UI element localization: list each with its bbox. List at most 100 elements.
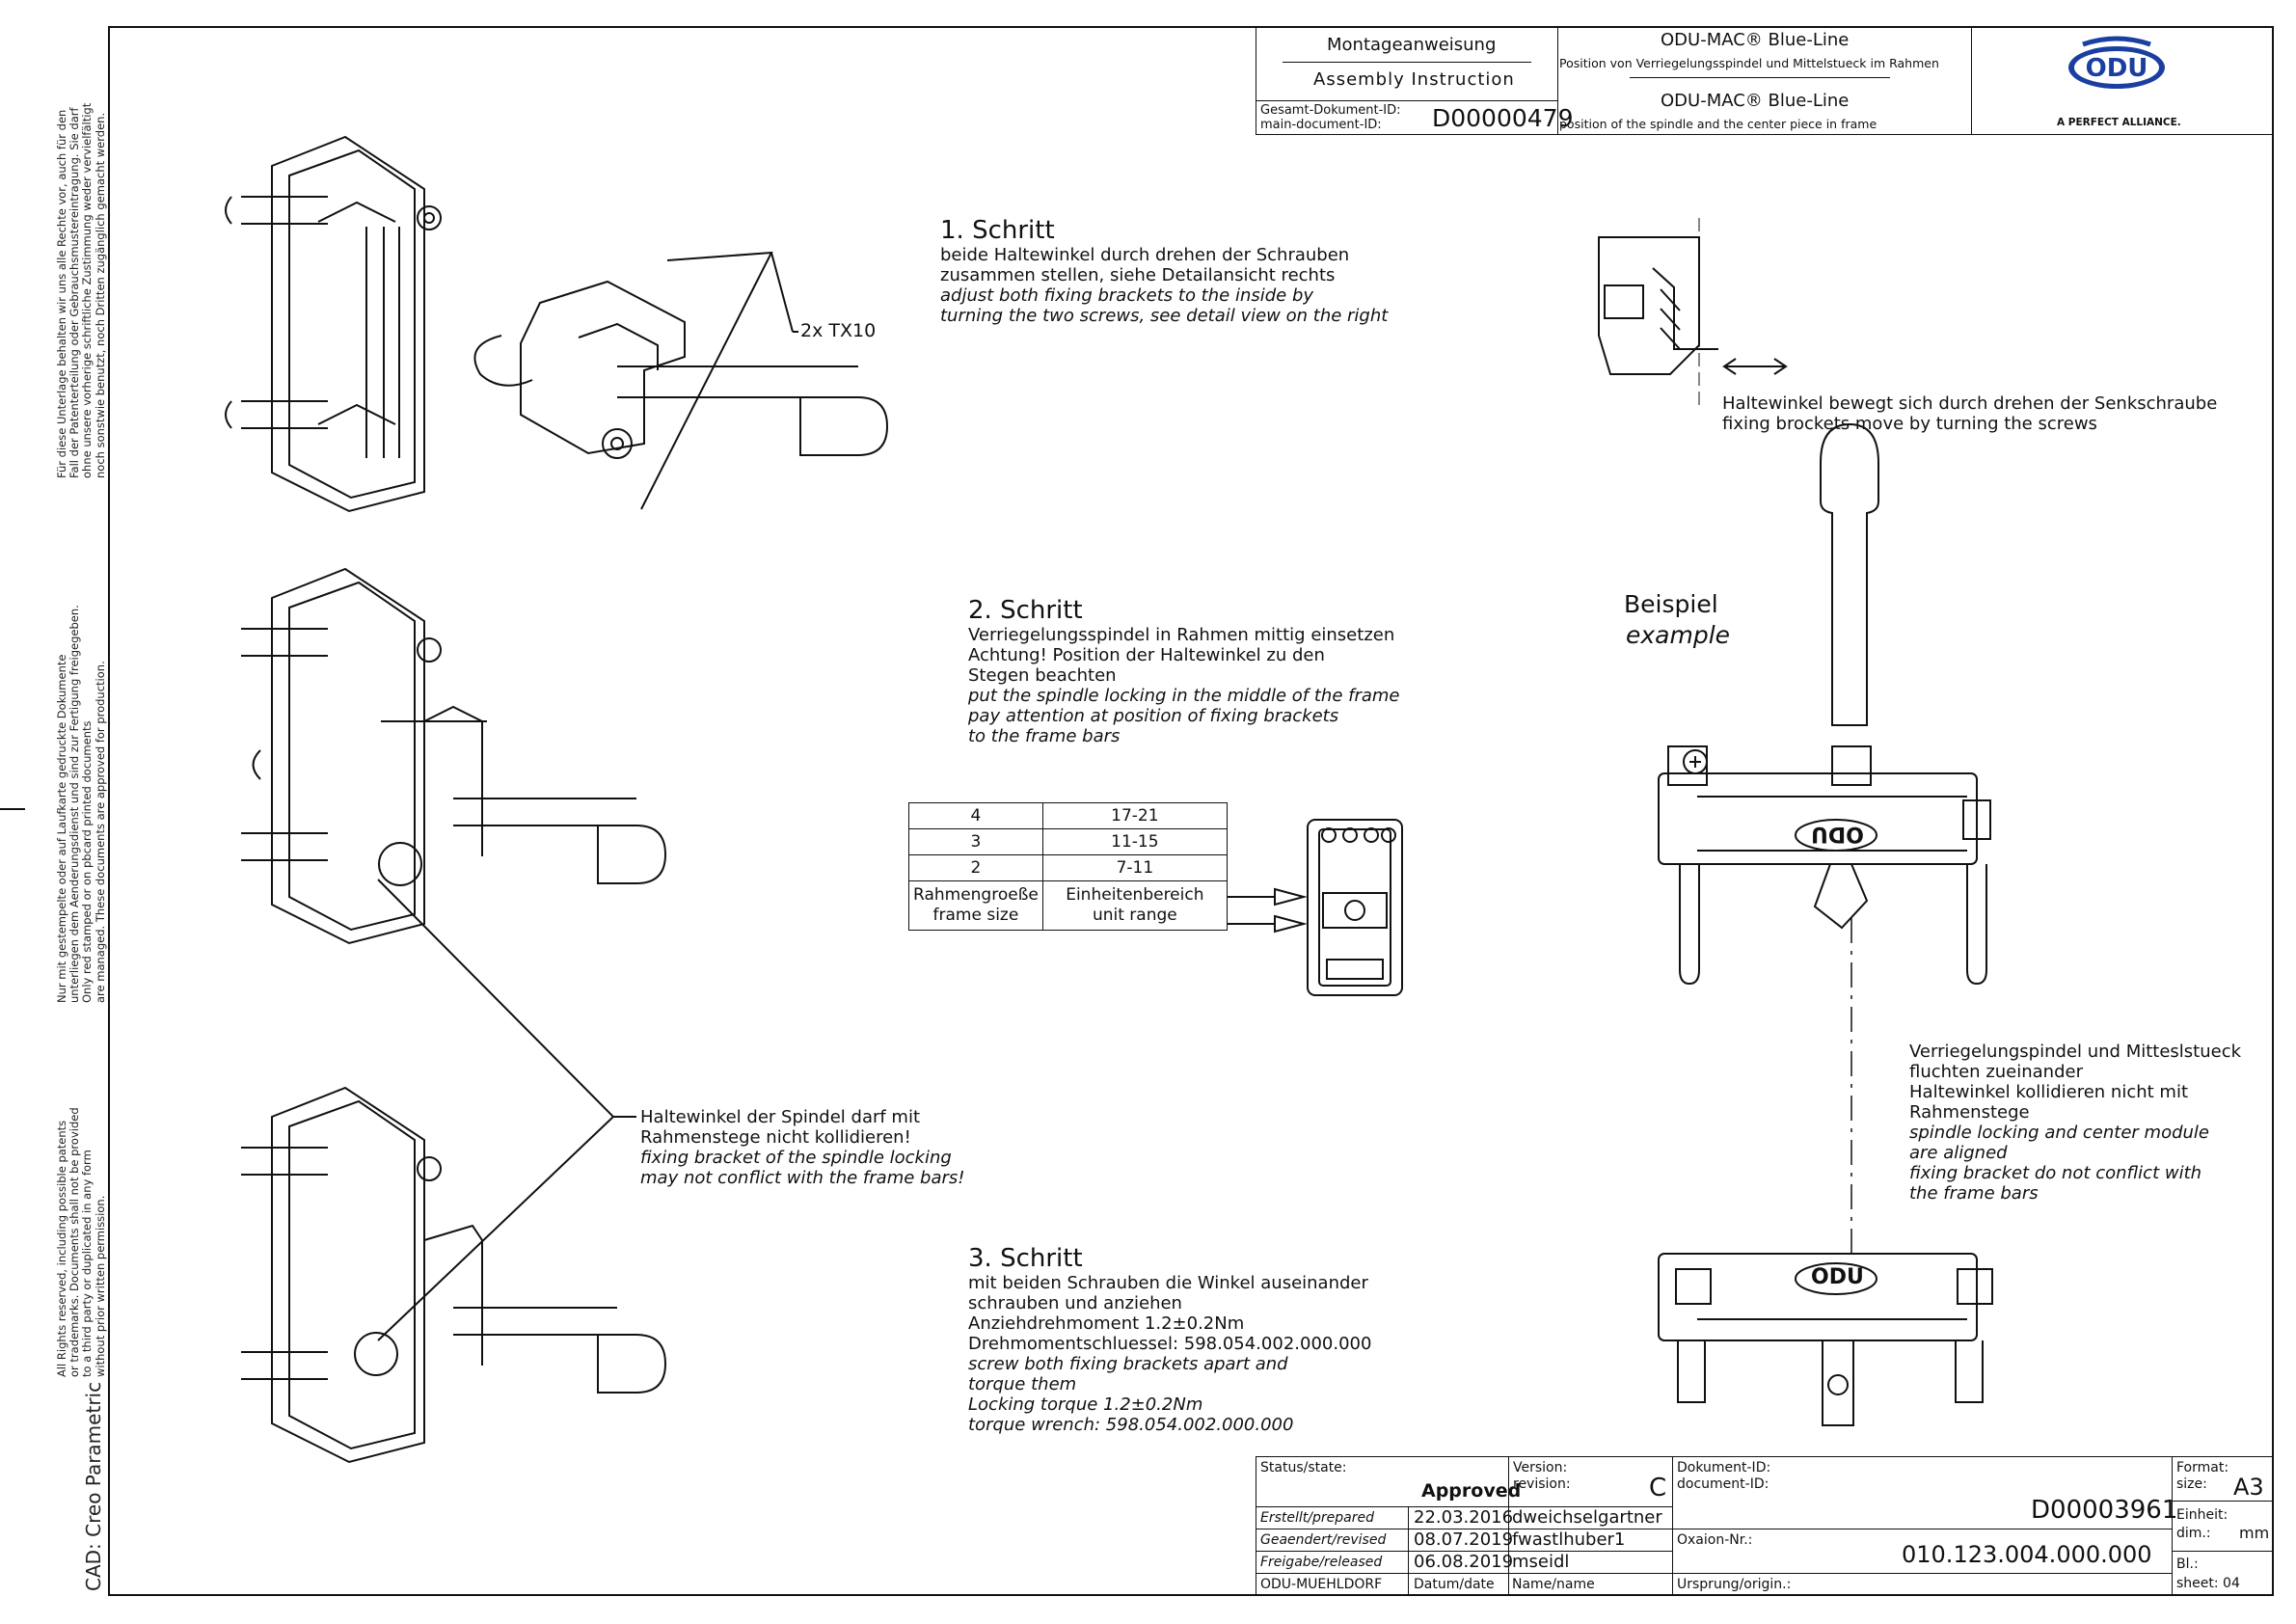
sheet-number: sheet: 04 [2176,1576,2240,1591]
frame-label: ODU [1811,822,1864,846]
step1-heading: 1. Schritt [940,216,1055,245]
svg-text:ODU: ODU [2086,54,2148,83]
step3-line-de-3: Anziehdrehmoment 1.2±0.2Nm [968,1313,1245,1334]
format-value: A3 [2233,1474,2264,1501]
step2-assembly-drawing [241,567,667,945]
sheet-label: Bl.: [2176,1556,2199,1572]
product-name-1: ODU-MAC® Blue-Line [1661,30,1850,50]
title-block-top [1256,26,2274,135]
bt-divider [1508,1456,1509,1596]
step3-assembly-drawing [241,1086,667,1464]
aligned-note: Verriegelungspindel und Mitteslstueck fl… [1909,1042,2241,1204]
row-label: Erstellt/prepared [1260,1510,1374,1526]
montage-en: Assembly Instruction [1313,69,1515,90]
step1-text: 1. Schritt beide Haltewinkel durch drehe… [940,216,1388,326]
version-value: C [1649,1474,1667,1502]
margin-tick [0,808,25,810]
bracket-note-en-1: fixing bracket of the spindle locking [640,1148,952,1168]
main-id-label-en: main-document-ID: [1260,118,1382,132]
row-label: Geaendert/revised [1260,1532,1387,1548]
table-cell: 2 [908,854,1043,881]
step1-line-de-1: beide Haltewinkel durch drehen der Schra… [940,245,1350,265]
odu-logo-icon: ODU [2068,36,2165,89]
status-label: Status/state: [1260,1460,1347,1475]
step3-line-de-2: schrauben und anziehen [968,1293,1182,1313]
row-name: Name/name [1512,1577,1595,1592]
bt-divider [2172,1456,2173,1596]
example-label-de: Beispiel [1624,590,1718,618]
aligned-note-de-4: Rahmenstege [1909,1102,2030,1123]
aligned-note-de-1: Verriegelungspindel und Mitteslstueck [1909,1042,2242,1062]
unit-label-de: Einheit: [2176,1507,2228,1523]
step2-line-de-1: Verriegelungsspindel in Rahmen mittig ei… [968,625,1395,645]
bt-divider [2172,1551,2274,1552]
bt-divider [1256,1506,1672,1507]
screw-callout: 2x TX10 [800,320,877,341]
step1-line-de-2: zusammen stellen, siehe Detailansicht re… [940,265,1336,285]
aligned-note-en-1: spindle locking and center module [1909,1123,2210,1143]
aligned-note-en-3: fixing bracket do not conflict with [1909,1163,2202,1183]
format-label-de: Format: [2176,1460,2229,1475]
frame-front-view [1307,819,1403,996]
bracket-note-leader [377,879,636,1341]
step3-line-de-4: Drehmomentschluessel: 598.054.002.000.00… [968,1334,1372,1354]
step3-line-en-4: torque wrench: 598.054.002.000.000 [968,1415,1294,1435]
row-date: 08.07.2019 [1414,1529,1514,1550]
detail-note: Haltewinkel bewegt sich durch drehen der… [1722,393,2217,434]
bt-divider [1672,1573,2172,1574]
table-cell: 11-15 [1041,828,1228,855]
aligned-note-de-2: fluchten zueinander [1909,1062,2083,1082]
step1-assembly-drawing [225,135,889,513]
step3-text: 3. Schritt mit beiden Schrauben die Wink… [968,1244,1371,1435]
main-id-label-de: Gesamt-Dokument-ID: [1260,103,1401,118]
main-document-id: D00000479 [1432,104,1574,132]
version-label-de: Version: [1513,1460,1568,1475]
step2-line-de-3: Stegen beachten [968,665,1117,686]
version-label-en: revision: [1513,1476,1571,1492]
step3-line-en-3: Locking torque 1.2±0.2Nm [968,1394,1203,1415]
detail-note-de: Haltewinkel bewegt sich durch drehen der… [1722,393,2218,414]
bt-divider [2172,1501,2274,1502]
product-name-2: ODU-MAC® Blue-Line [1661,91,1850,111]
title-underline-2 [1630,77,1890,78]
status-value: Approved [1421,1480,1522,1502]
unit-value: mm [2239,1524,2270,1542]
detail-note-en: fixing brockets move by turning the scre… [1722,414,2097,434]
step3-line-en-1: screw both fixing brackets apart and [968,1354,1288,1374]
step3-line-de-1: mit beiden Schrauben die Winkel auseinan… [968,1273,1368,1293]
title-underline-1 [1283,62,1531,63]
title-divider-id [1256,100,1558,101]
subtitle-en: position of the spindle and the center p… [1559,117,1877,131]
frame-label: ODU [1811,1265,1864,1289]
detail-section-view [1598,236,1718,375]
example-spindle-drawing [1658,422,1991,986]
origin-label: Ursprung/origin.: [1677,1577,1792,1592]
logo-slogan: A PERFECT ALLIANCE. [2057,117,2181,128]
oxaion-value: 010.123.004.000.000 [1902,1541,2152,1568]
row-date: 22.03.2016 [1414,1507,1514,1528]
step2-line-en-1: put the spindle locking in the middle of… [968,686,1400,706]
step2-line-en-3: to the frame bars [968,726,1121,746]
step3-line-en-2: torque them [968,1374,1077,1394]
step2-line-en-2: pay attention at position of fixing brac… [968,706,1339,726]
aligned-note-de-3: Haltewinkel kollidieren nicht mit [1909,1082,2189,1102]
montage-de: Montageanweisung [1327,35,1497,55]
step2-line-de-2: Achtung! Position der Haltewinkel zu den [968,645,1325,665]
bt-divider [1672,1456,1673,1596]
row-name: mseidl [1512,1552,1570,1572]
row-label: ODU-MUEHLDORF [1260,1577,1383,1592]
subtitle-de: Position von Verriegelungsspindel und Mi… [1559,56,1939,70]
table-cell: 17-21 [1041,802,1228,829]
aligned-view-drawing [1658,1253,1993,1426]
table-cell: 3 [908,828,1043,855]
row-date: 06.08.2019 [1414,1552,1514,1572]
oxaion-label: Oxaion-Nr.: [1677,1532,1753,1548]
table-cell: 4 [908,802,1043,829]
bracket-note-en-2: may not conflict with the frame bars! [640,1168,965,1188]
step2-text: 2. Schritt Verriegelungsspindel in Rahme… [968,596,1400,746]
row-name: dweichselgartner [1512,1507,1662,1528]
